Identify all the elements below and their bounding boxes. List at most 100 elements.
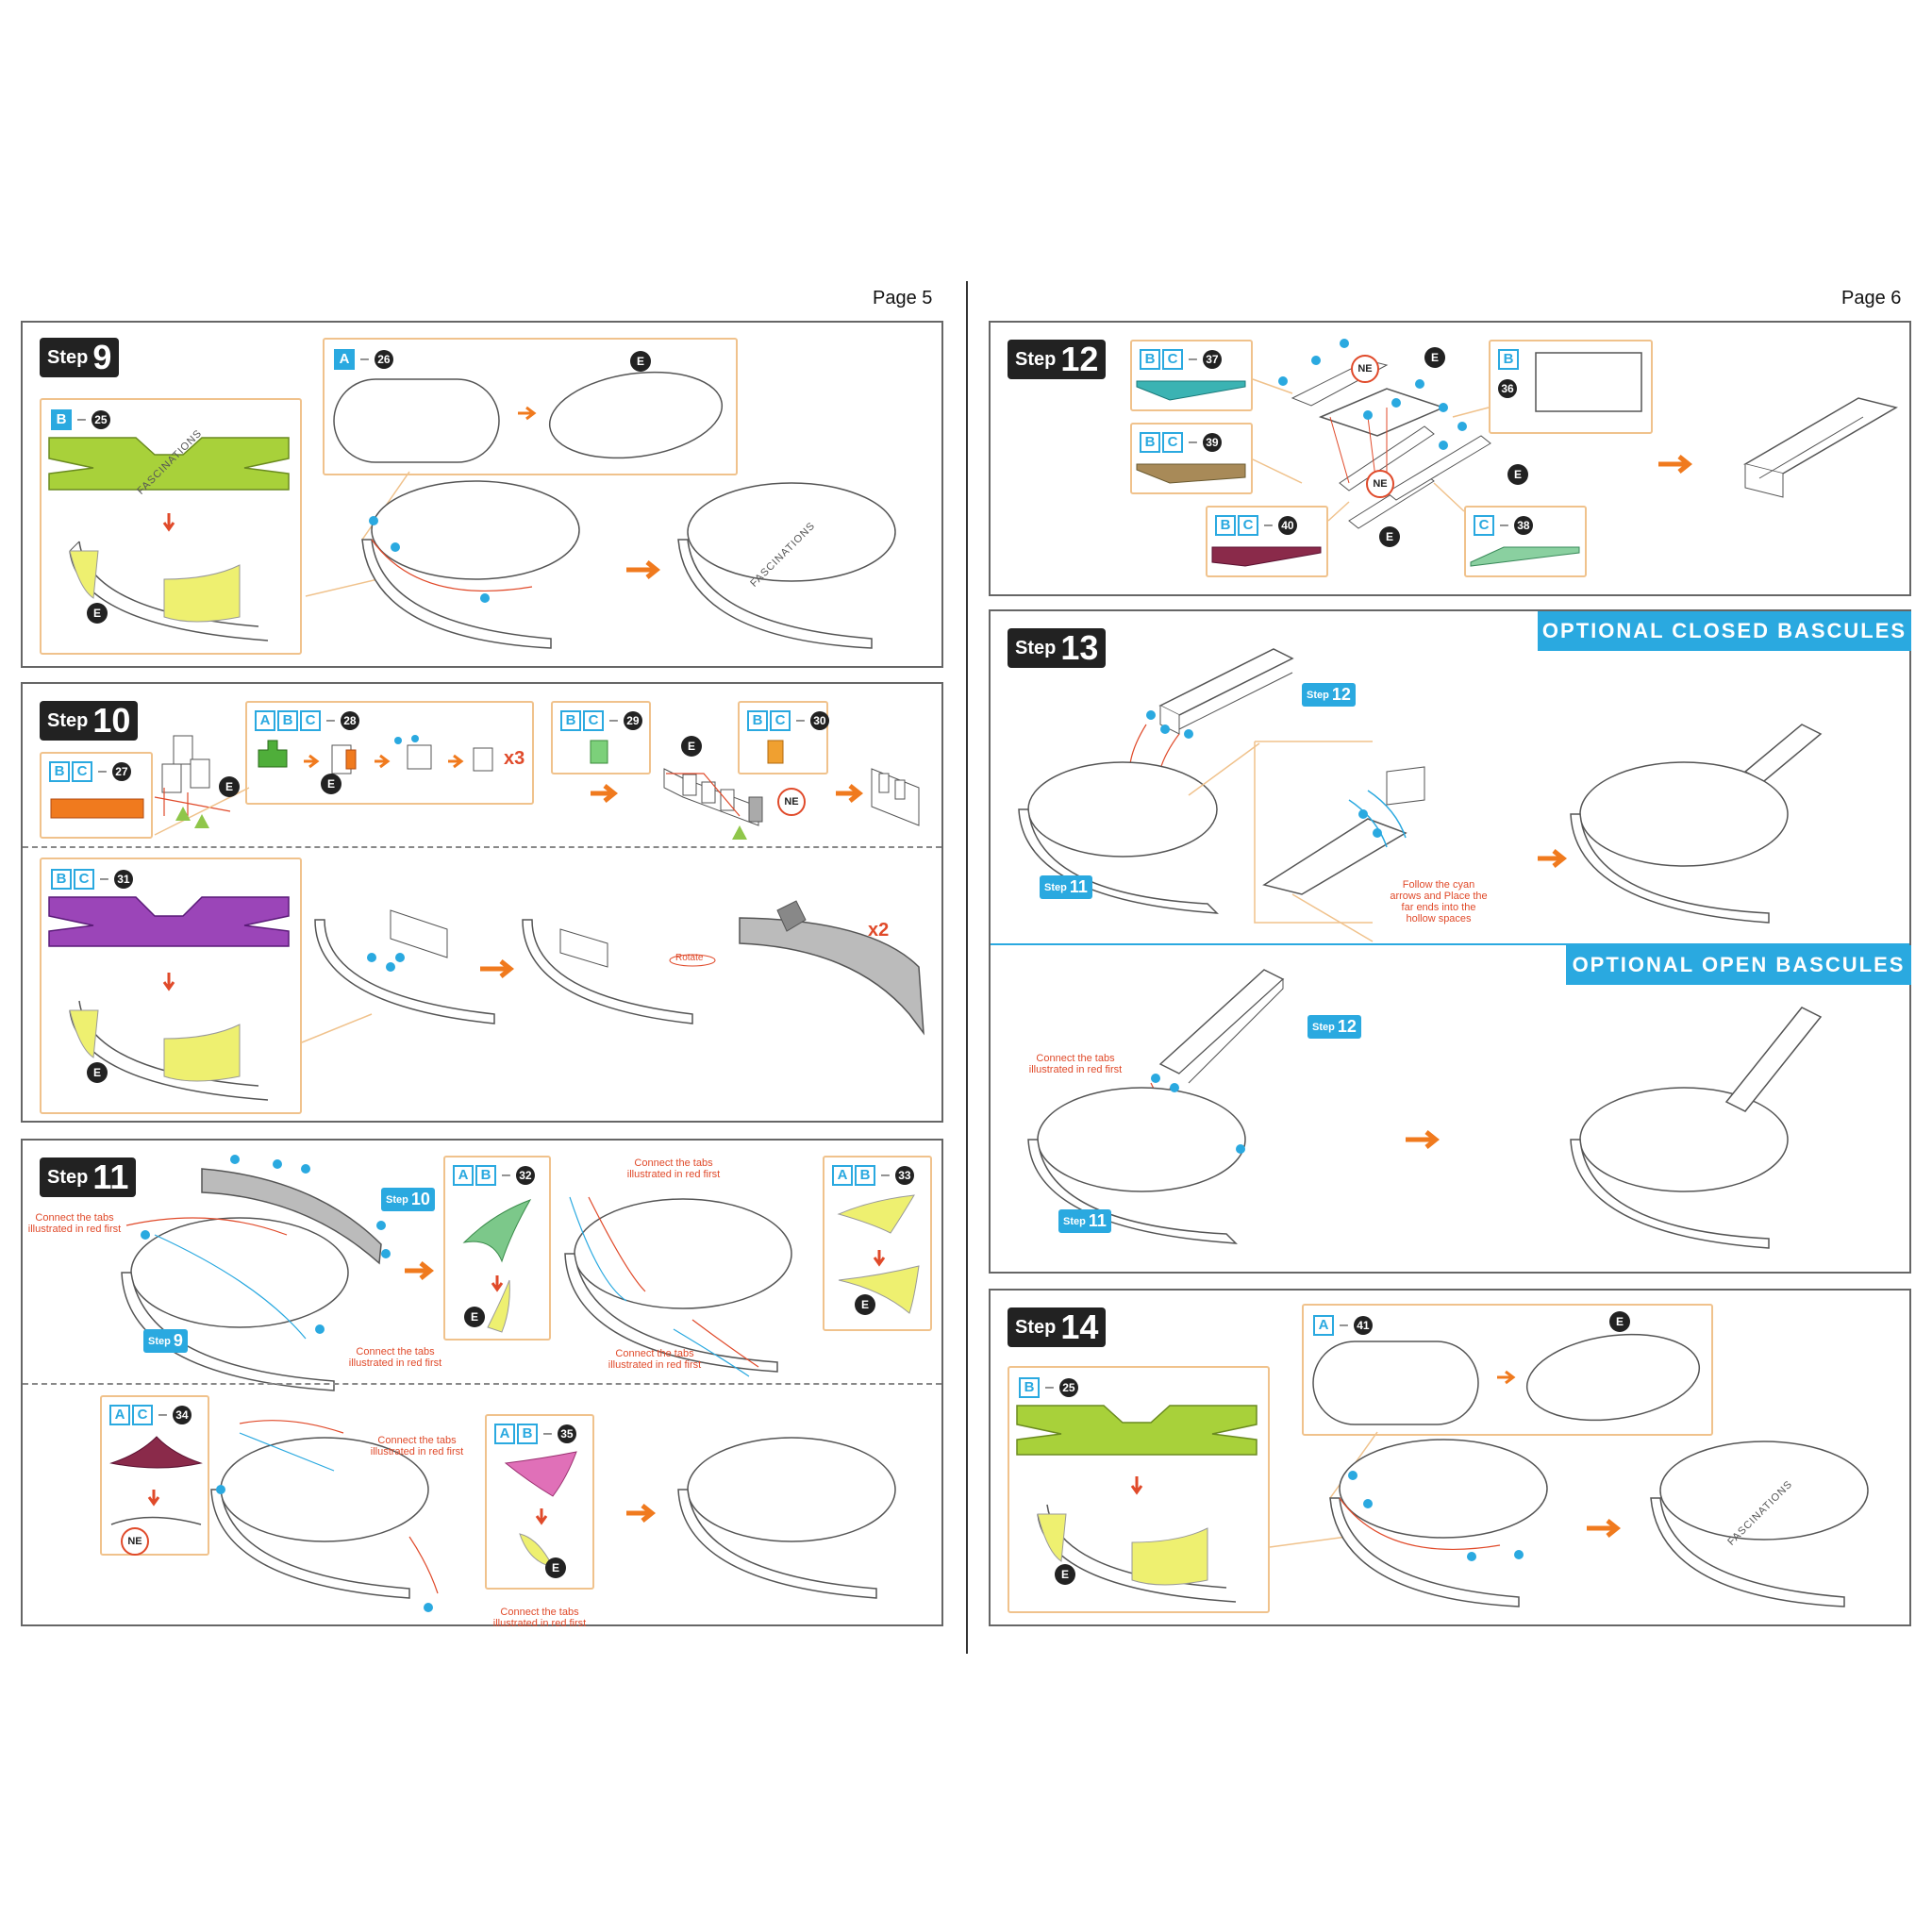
page-divider [966,281,968,1654]
step-14-main-drawing [1269,1431,1869,1607]
connect-tabs-note-7: Connect the tabs illustrated in red firs… [1028,1053,1123,1075]
part-25-drawing [48,437,290,641]
step-10-separator [23,846,941,848]
part-32-drawing [462,1199,532,1333]
part-38-drawing [1470,546,1580,567]
rotate-note: Rotate [675,953,704,963]
part-36-box: B 36 [1489,340,1653,434]
step-10-assembly-a [154,735,250,836]
connect-tabs-note-3: Connect the tabs illustrated in red firs… [626,1158,721,1180]
e-marker: E [545,1557,566,1578]
follow-cyan-note: Follow the cyan arrows and Place the far… [1390,879,1488,924]
part-26-box: A – 26 E [323,338,738,475]
page-number-left: Page 5 [873,288,933,308]
part-41-drawing [1312,1333,1701,1425]
multiplier-x3: x3 [504,748,525,769]
part-25-label-b: B – 25 [1019,1377,1078,1398]
connect-tabs-note-5: Connect the tabs illustrated in red firs… [370,1435,464,1457]
e-marker: E [681,736,702,757]
ne-marker: NE [121,1527,149,1556]
part-41-label: A – 41 [1313,1315,1373,1336]
e-marker: E [1055,1564,1075,1585]
step-11-assembly-b [564,1196,792,1377]
open-bascules-assembly [1027,969,1823,1249]
multiplier-x2: x2 [868,920,890,941]
connect-tabs-note-2: Connect the tabs illustrated in red firs… [348,1346,442,1369]
part-26-label: A – 26 [334,349,393,370]
e-marker: E [1379,526,1400,547]
ne-marker: NE [1351,355,1379,383]
e-marker: E [87,1062,108,1083]
part-34-drawing [109,1436,203,1525]
connect-tabs-note-6: Connect the tabs illustrated in red firs… [492,1607,587,1629]
step-10-assembly-c [301,900,924,1043]
part-36-drawing [1535,352,1642,412]
step-11-assembly-c [210,1420,896,1612]
part-33-drawing [837,1194,920,1314]
part-25-box: B – 25 E FASCINATIONS [40,398,302,655]
e-marker: E [1507,464,1528,485]
page-number-right: Page 6 [1841,288,1902,308]
bascules-separator [991,943,1909,945]
part-39-drawing [1136,463,1246,484]
closed-bascules-assembly [1018,648,1823,942]
part-28-drawing [258,735,493,774]
part-29-drawing [590,740,608,764]
connect-tabs-note-4: Connect the tabs illustrated in red firs… [608,1348,702,1371]
part-26-drawing [333,371,724,463]
ne-marker: NE [1366,470,1394,498]
part-41-box: A – 41 E [1302,1304,1713,1436]
part-31-drawing [48,896,290,1101]
part-25-box-b: B – 25 E [1008,1366,1270,1613]
e-marker: E [219,776,240,797]
step-12-assembly [1252,339,1898,529]
e-marker: E [1609,1311,1630,1332]
step-11-separator [23,1383,941,1385]
part-25-label: B – 25 [51,409,110,430]
part-25-drawing-b [1016,1405,1257,1603]
part-27-drawing [50,798,144,819]
part-38-label: C – 38 [1474,515,1533,536]
part-40-drawing [1211,546,1322,567]
part-35-drawing [504,1451,577,1568]
part-38-box: C – 38 [1464,506,1587,577]
ne-marker: NE [777,788,806,816]
e-marker: E [464,1307,485,1327]
connect-tabs-note-1: Connect the tabs illustrated in red firs… [27,1212,122,1235]
open-bascules-banner: OPTIONAL OPEN BASCULES [1566,945,1911,985]
